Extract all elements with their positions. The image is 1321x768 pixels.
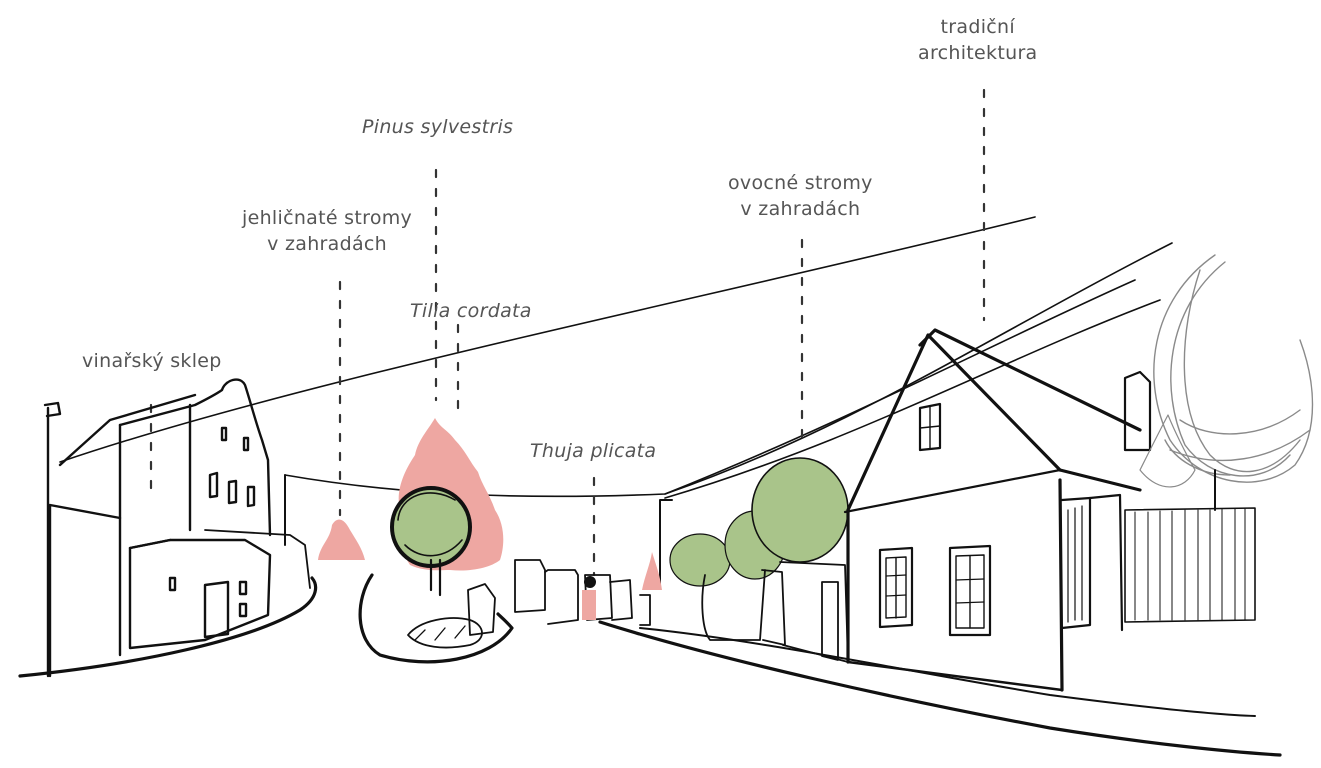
label-thuja-plicata: Thuja plicata bbox=[530, 438, 656, 464]
label-line: v zahradách bbox=[242, 231, 412, 257]
label-tilia-cordata: Tilia cordata bbox=[410, 298, 532, 324]
deciduous-tree-left bbox=[392, 488, 470, 595]
label-line: tradiční bbox=[918, 14, 1038, 40]
fence bbox=[1062, 495, 1255, 630]
label-vinarsky-sklep: vinařský sklep bbox=[82, 348, 222, 374]
label-line: v zahradách bbox=[728, 196, 873, 222]
wine-cellar-building bbox=[45, 380, 310, 676]
traditional-house bbox=[845, 330, 1150, 690]
conifer-small-left bbox=[318, 520, 365, 560]
pencil-tree bbox=[1154, 255, 1313, 510]
deciduous-trees-right bbox=[660, 458, 848, 586]
label-pinus-sylvestris: Pinus sylvestris bbox=[362, 114, 513, 140]
label-ovocne-stromy: ovocné stromy v zahradách bbox=[728, 170, 873, 222]
house-windows bbox=[880, 404, 990, 635]
leader-lines bbox=[151, 90, 984, 575]
label-line: architektura bbox=[918, 40, 1038, 66]
label-line: ovocné stromy bbox=[728, 170, 873, 196]
label-line: jehličnaté stromy bbox=[242, 205, 412, 231]
label-tradicni-architektura: tradiční architektura bbox=[918, 14, 1038, 66]
label-jehlicnate-stromy: jehličnaté stromy v zahradách bbox=[242, 205, 412, 257]
center-structures bbox=[408, 560, 650, 648]
